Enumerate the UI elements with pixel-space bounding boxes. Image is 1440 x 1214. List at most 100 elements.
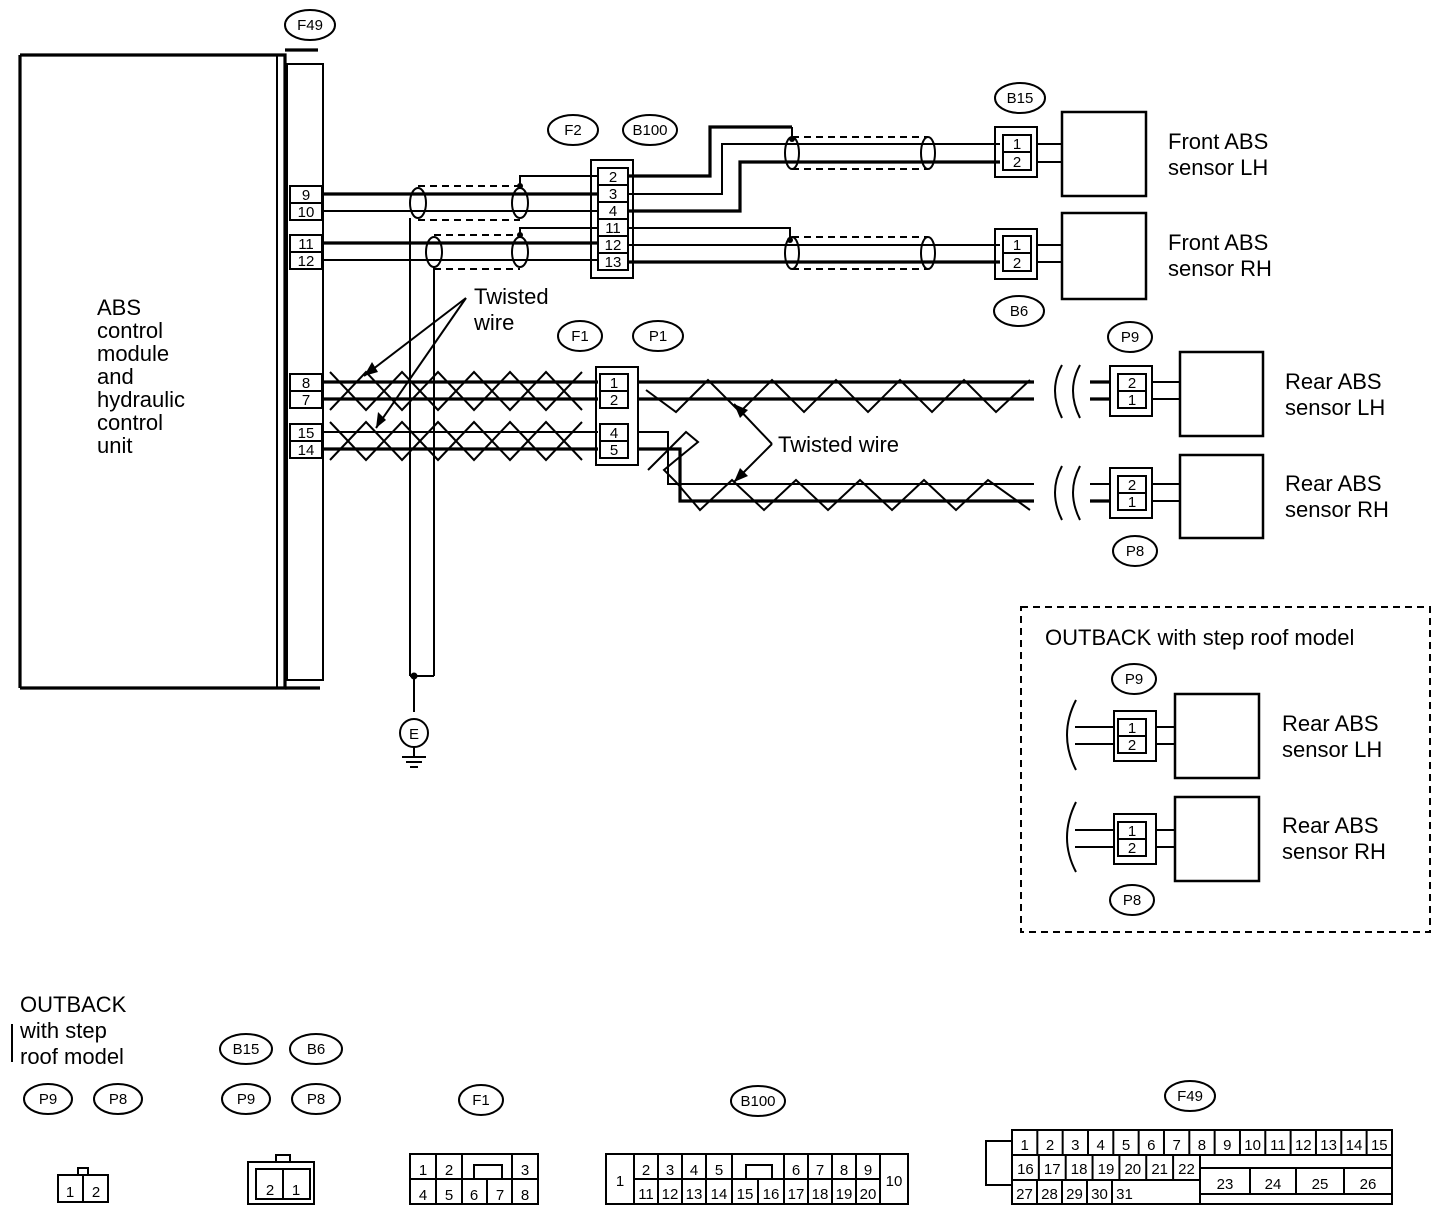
connector-label-f2: F2 (547, 114, 599, 146)
module-label-4: and (97, 364, 134, 389)
svg-text:B6: B6 (307, 1041, 325, 1058)
svg-text:F1: F1 (571, 328, 589, 345)
f2-pin-2: 2 (609, 169, 617, 186)
rear-sensor-lh: 2 1 Rear ABS sensor LH (1109, 350, 1385, 438)
module-pin-10: 10 (298, 204, 315, 221)
p8-pin-2: 2 (1128, 477, 1136, 494)
module-pins-front: 9 10 11 12 (289, 185, 323, 270)
legend-group-b15-b6: B15 B6 P9 P8 2 1 (219, 1033, 343, 1205)
f49-pin-20: 20 (1124, 1161, 1141, 1178)
f49-pin-12: 12 (1295, 1137, 1312, 1154)
svg-text:16: 16 (763, 1186, 780, 1203)
svg-text:E: E (409, 726, 419, 743)
svg-text:1: 1 (419, 1162, 427, 1179)
front-sensor-rh-name-2: sensor RH (1168, 256, 1272, 281)
f2-pin-3: 3 (609, 186, 617, 203)
svg-text:3: 3 (666, 1162, 674, 1179)
svg-text:18: 18 (812, 1186, 829, 1203)
f49-pin-7: 7 (1172, 1137, 1180, 1154)
svg-text:F2: F2 (564, 122, 582, 139)
svg-text:B15: B15 (1007, 90, 1034, 107)
p9-pin-2: 2 (1128, 375, 1136, 392)
module-pin-9: 9 (302, 187, 310, 204)
svg-text:20: 20 (860, 1186, 877, 1203)
connector-label-b6: B6 (993, 295, 1045, 327)
f49-pin-19: 19 (1098, 1161, 1115, 1178)
rear-wires-right (638, 364, 1110, 521)
module-pins-rear: 8 7 15 14 (289, 373, 323, 459)
svg-text:4: 4 (690, 1162, 698, 1179)
svg-text:7: 7 (496, 1187, 504, 1204)
front-sensor-rh: 1 2 Front ABS sensor RH (994, 211, 1272, 301)
inset-sensor-lh-name-1: Rear ABS (1282, 711, 1379, 736)
p8-pin-1: 1 (1128, 494, 1136, 511)
front-wires-right (628, 125, 1000, 270)
front-wires (322, 175, 598, 712)
front-sensor-lh-name-1: Front ABS (1168, 129, 1268, 154)
inset-label-p8: P8 (1123, 892, 1141, 909)
b6-pin-1: 1 (1013, 237, 1021, 254)
inset-p8-pin-1: 1 (1128, 823, 1136, 840)
inset-outback-step-roof: OUTBACK with step roof model P9 1 2 Rear… (1020, 606, 1431, 933)
inset-sensor-rh-name-2: sensor RH (1282, 839, 1386, 864)
svg-text:2: 2 (92, 1184, 100, 1201)
f49-pin-22: 22 (1178, 1161, 1195, 1178)
inset-p9-pin-2: 2 (1128, 737, 1136, 754)
svg-text:1: 1 (66, 1184, 74, 1201)
module-pin-14: 14 (298, 442, 315, 459)
legend-b100: B100 1 2 3 4 5 6 7 8 9 10 11 12 13 14 15… (605, 1085, 909, 1205)
connector-label-p8: P8 (1112, 535, 1158, 567)
svg-text:P8: P8 (307, 1091, 325, 1108)
legend-f1: F1 1 2 3 4 5 6 7 8 (409, 1084, 539, 1205)
f49-pin-3: 3 (1071, 1137, 1079, 1154)
f49-pin-16: 16 (1017, 1161, 1034, 1178)
b15-pin-1: 1 (1013, 136, 1021, 153)
svg-text:2: 2 (445, 1162, 453, 1179)
inset-title: OUTBACK with step roof model (1045, 625, 1354, 650)
svg-text:9: 9 (864, 1162, 872, 1179)
inset-p9-pin-1: 1 (1128, 720, 1136, 737)
f2-pin-13: 13 (605, 254, 622, 271)
svg-text:P9: P9 (39, 1091, 57, 1108)
b6-pin-2: 2 (1013, 255, 1021, 272)
f2-pin-12: 12 (605, 237, 622, 254)
svg-text:2: 2 (266, 1182, 274, 1199)
front-sensor-lh-name-2: sensor LH (1168, 155, 1268, 180)
f49-pin-5: 5 (1122, 1137, 1130, 1154)
module-label-5: hydraulic (97, 387, 185, 412)
rear-sensor-lh-name-1: Rear ABS (1285, 369, 1382, 394)
connector-f2-b100: 2 3 4 11 12 13 (590, 159, 634, 279)
front-sensor-rh-name-1: Front ABS (1168, 230, 1268, 255)
f49-pin-13: 13 (1320, 1137, 1337, 1154)
f49-pin-21: 21 (1151, 1161, 1168, 1178)
svg-text:F1: F1 (472, 1092, 490, 1109)
svg-text:15: 15 (737, 1186, 754, 1203)
svg-text:7: 7 (816, 1162, 824, 1179)
f49-pin-2: 2 (1046, 1137, 1054, 1154)
svg-text:roof model: roof model (20, 1044, 124, 1069)
connector-label-b100: B100 (622, 114, 678, 146)
svg-text:5: 5 (445, 1187, 453, 1204)
svg-text:B6: B6 (1010, 303, 1028, 320)
rear-sensor-rh: 2 1 Rear ABS sensor RH (1109, 453, 1389, 540)
f49-pin-15: 15 (1371, 1137, 1388, 1154)
rear-wires-left (322, 370, 598, 462)
rear-sensor-rh-name-1: Rear ABS (1285, 471, 1382, 496)
module-label-2: control (97, 318, 163, 343)
f49-pin-9: 9 (1223, 1137, 1231, 1154)
module-label-7: unit (97, 433, 132, 458)
twisted-wire-label-left: Twisted wire (363, 284, 549, 429)
f1-pin-4: 4 (610, 425, 618, 442)
inset-p8-pin-2: 2 (1128, 840, 1136, 857)
f49-pin-27: 27 (1016, 1186, 1033, 1203)
svg-text:F49: F49 (1177, 1088, 1203, 1105)
svg-text:2: 2 (642, 1162, 650, 1179)
svg-text:13: 13 (686, 1186, 703, 1203)
f49-pin-31: 31 (1116, 1186, 1133, 1203)
svg-text:with step: with step (19, 1018, 107, 1043)
svg-text:1: 1 (616, 1173, 624, 1190)
f49-pin-4: 4 (1096, 1137, 1104, 1154)
svg-text:P9: P9 (237, 1091, 255, 1108)
svg-text:6: 6 (792, 1162, 800, 1179)
